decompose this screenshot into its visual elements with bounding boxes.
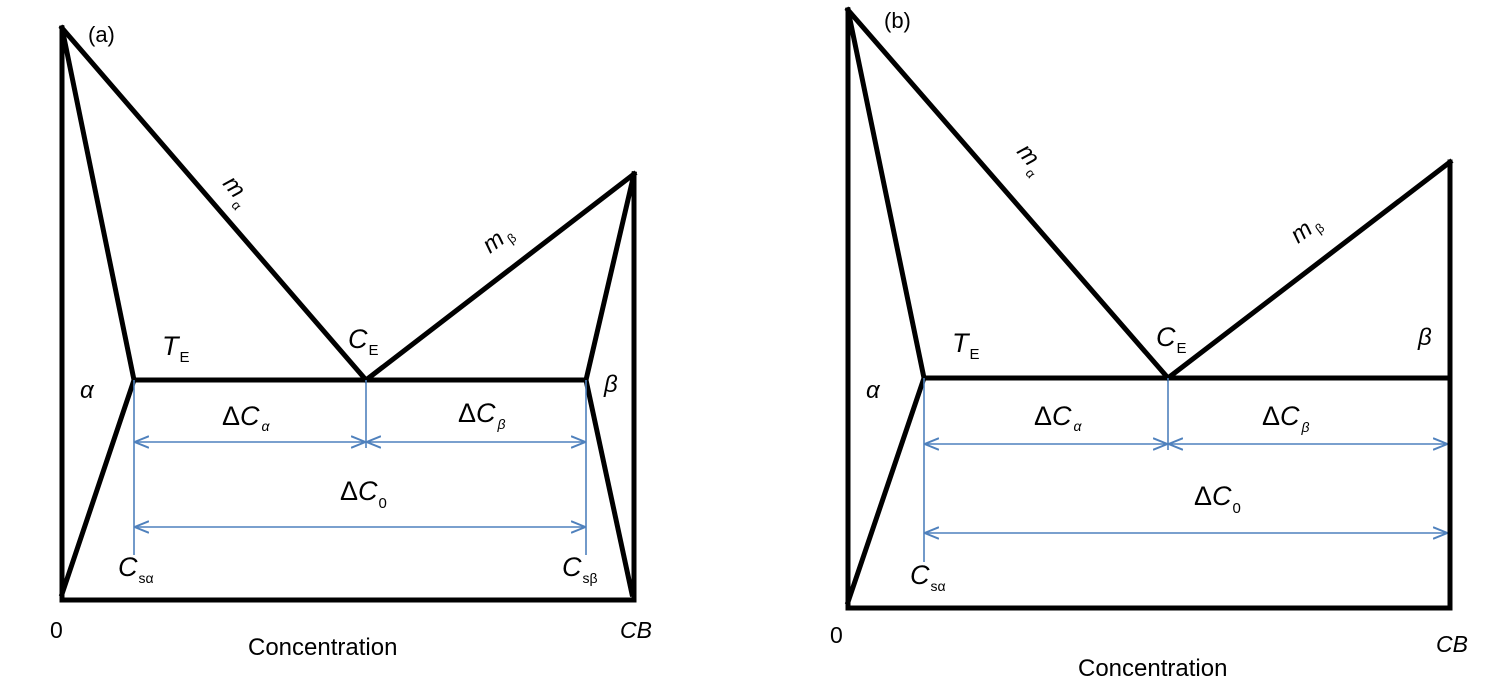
panel-a-ce-label: CE <box>348 324 379 359</box>
svg-text:mα: mα <box>1008 139 1051 182</box>
panel-a-liquidus-beta <box>362 170 638 384</box>
panel-b-beta-label: β <box>1417 324 1432 351</box>
panel-b-liquidus-alpha <box>844 6 1172 382</box>
panel-a-xlabel: Concentration <box>248 634 397 661</box>
panel-a-te-label: TE <box>162 331 190 366</box>
panel-b-m-beta-label: mβ <box>1285 209 1327 251</box>
panel-b-dc0-label: ΔC0 <box>1194 481 1241 517</box>
panel-b-tag: (b) <box>884 8 911 33</box>
panel-a-m-beta-label: mβ <box>477 219 519 261</box>
panel-a-dc0-label: ΔC0 <box>340 476 387 512</box>
panel-b-m-alpha-label: mα <box>1008 139 1051 182</box>
panel-a-solidus-alpha <box>59 25 137 383</box>
panel-a-csb-label: Csβ <box>562 552 598 586</box>
panel-b-te-label: TE <box>952 328 980 363</box>
panel-a-csa-label: Csα <box>118 552 154 586</box>
panel-a-solvus-beta <box>583 377 635 597</box>
panel-b-solvus-alpha <box>844 374 928 606</box>
panel-b-cb-label: CB <box>1436 631 1468 657</box>
panel-b-liquidus-beta <box>1164 158 1454 382</box>
panel-a-tag: (a) <box>88 22 115 47</box>
panel-a-alpha-label: α <box>80 377 95 404</box>
panel-a-cb-label: CB <box>620 617 652 643</box>
svg-text:mβ: mβ <box>1285 209 1327 251</box>
panel-a-beta-label: β <box>603 371 618 398</box>
panel-a-liquidus-alpha <box>58 24 370 384</box>
svg-text:mβ: mβ <box>477 219 519 261</box>
panel-b-ce-label: CE <box>1156 322 1187 357</box>
panel-a-solvus-alpha <box>58 376 138 598</box>
svg-text:mα: mα <box>214 171 257 214</box>
panel-a-zero-label: 0 <box>50 617 63 643</box>
panel-b-xlabel: Concentration <box>1078 655 1227 682</box>
panel-a-solidus-beta <box>582 170 638 384</box>
panel-b-solidus-alpha <box>845 7 927 381</box>
panel-b-csa-label: Csα <box>910 560 946 594</box>
panel-b-zero-label: 0 <box>830 622 843 648</box>
panel-b-alpha-label: α <box>866 377 881 404</box>
panel-a-m-alpha-label: mα <box>214 171 257 214</box>
